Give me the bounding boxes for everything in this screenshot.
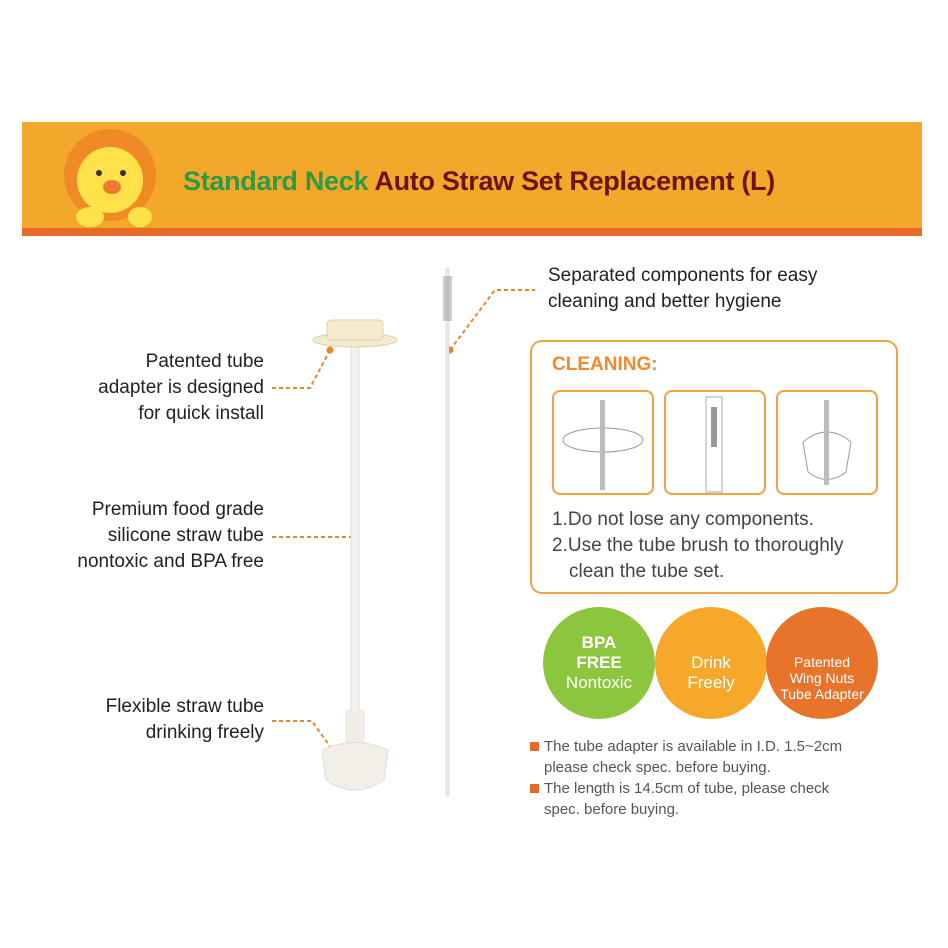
label-tube-adapter: Patented tube adapter is designed for qu… (4, 349, 264, 427)
cleaning-step: 2.Use the tube brush to thoroughly (552, 535, 844, 556)
label-line: for quick install (138, 403, 264, 424)
caption-line: cleaning and better hygiene (548, 291, 782, 312)
lion-mascot-logo (64, 129, 156, 227)
straw-set-image (312, 319, 398, 791)
bullet-icon (530, 742, 539, 751)
cleaning-step: 1.Do not lose any components. (552, 509, 814, 530)
label-line: adapter is designed (98, 377, 264, 398)
label-line: silicone straw tube (107, 525, 264, 546)
badge-line: Freely (687, 673, 735, 692)
badge-line: FREE (576, 653, 622, 672)
cleaning-box (530, 340, 898, 594)
cleaning-step: clean the tube set. (569, 561, 725, 582)
title-red: Auto Straw Set Replacement (L) (374, 166, 775, 196)
cleaning-steps: 1.Do not lose any components. 2.Use the … (552, 507, 844, 585)
label-line: Premium food grade (91, 499, 264, 520)
title-green: Standard Neck (183, 166, 369, 196)
header-banner (22, 122, 922, 228)
cleaning-image-tube (664, 390, 766, 495)
note-line: The length is 14.5cm of tube, please che… (544, 780, 830, 797)
badge-wing-nuts: Patented Wing Nuts Tube Adapter (766, 607, 878, 719)
label-flexible-tube: Flexible straw tube drinking freely (4, 694, 264, 746)
badge-line: Wing Nuts (789, 670, 855, 686)
badge-drink-freely: Drink Freely (655, 607, 767, 719)
cleaning-image-cup (776, 390, 878, 495)
badge-line: Drink (691, 653, 731, 672)
label-line: nontoxic and BPA free (77, 551, 264, 572)
badge-line: BPA (581, 633, 617, 652)
note-line: The tube adapter is available in I.D. 1.… (544, 738, 843, 755)
label-line: Patented tube (145, 351, 264, 372)
separated-components-caption: Separated components for easy cleaning a… (548, 263, 817, 315)
badge-bpa-free: BPA FREE Nontoxic (543, 607, 655, 719)
label-silicone-tube: Premium food grade silicone straw tube n… (4, 497, 264, 575)
label-line: Flexible straw tube (105, 696, 264, 717)
badge-line: Nontoxic (565, 673, 633, 692)
note-adapter-size: The tube adapter is available in I.D. 1.… (530, 736, 920, 778)
cleaning-image-adapter (552, 390, 654, 495)
caption-line: Separated components for easy (548, 265, 818, 286)
page-title: Standard Neck Auto Straw Set Replacement… (183, 166, 775, 197)
note-line: please check spec. before buying. (544, 759, 771, 776)
label-line: drinking freely (145, 722, 264, 743)
note-line: spec. before buying. (544, 801, 680, 818)
bullet-icon (530, 784, 539, 793)
badge-line: Patented (793, 654, 851, 670)
badge-line: Tube Adapter (780, 686, 864, 702)
banner-stripe (22, 228, 922, 236)
cleaning-heading: CLEANING: (552, 354, 658, 375)
tube-brush-image (443, 268, 452, 797)
note-tube-length: The length is 14.5cm of tube, please che… (530, 778, 920, 820)
